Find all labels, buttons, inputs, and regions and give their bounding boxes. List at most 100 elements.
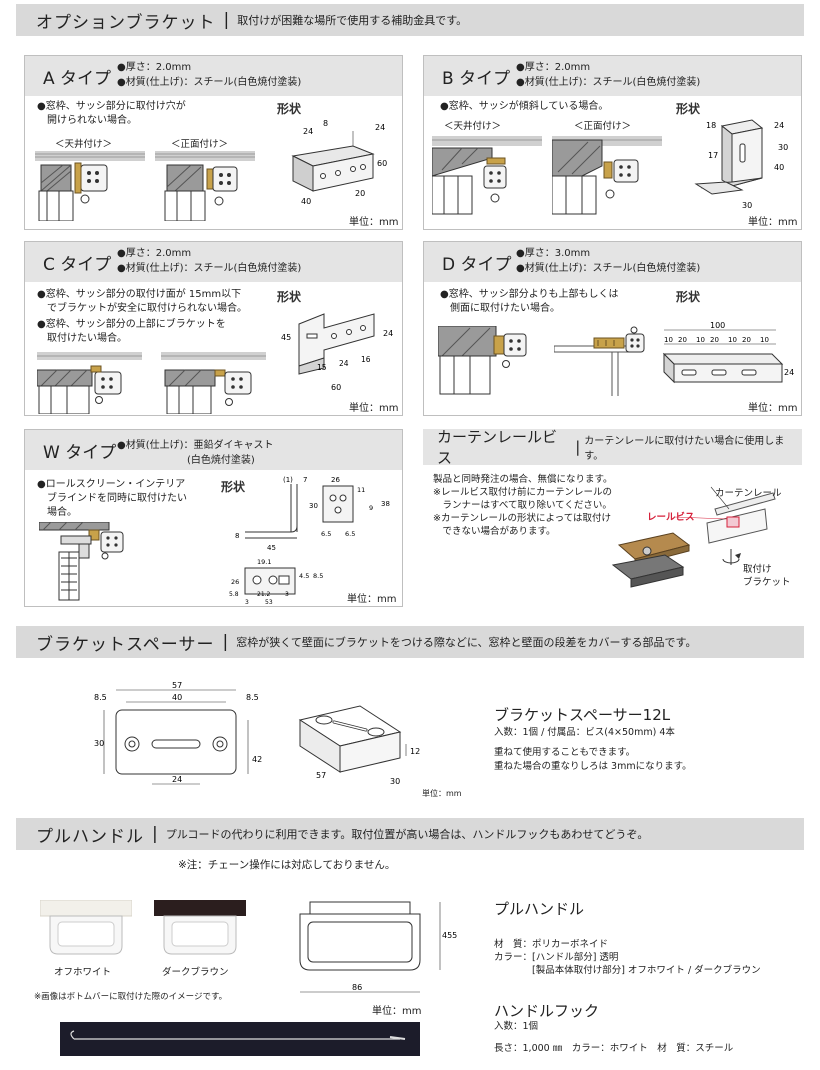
header-separator: | xyxy=(222,632,229,652)
d-type-illustration-side xyxy=(438,326,527,395)
card-title: B タイプ xyxy=(442,69,511,89)
spec-thickness: ●厚さ：2.0mm xyxy=(117,62,192,73)
dim-w14: 4.5 xyxy=(299,572,309,580)
dim-sp4: 8.5 xyxy=(246,693,259,702)
d-type-shape-diagram: 100 10 20 10 20 10 20 10 24 xyxy=(662,321,794,384)
dim-ph1: 455 xyxy=(442,931,457,940)
usage-note: ●窓枠、サッシ部分に取付け穴が 開けられない場合。 xyxy=(37,101,186,126)
pull-handle-off-white-image xyxy=(40,900,132,955)
dim-d2: 10 xyxy=(664,336,673,344)
card-header xyxy=(25,242,402,282)
dim-c2: 24 xyxy=(383,329,393,338)
front-mount-label: ＜正面付け＞ xyxy=(171,139,229,150)
usage-note: ●窓枠、サッシ部分よりも上部もしくは 側面に取付けたい場合。 xyxy=(440,289,619,314)
dim-d5: 20 xyxy=(710,336,719,344)
dim-a5: 20 xyxy=(355,189,365,198)
rail-screw-title: カーテンレールビス xyxy=(437,428,558,467)
dim-sp2: 40 xyxy=(172,693,182,702)
dim-b6: 30 xyxy=(742,201,752,210)
hook-contents: 入数：1個 xyxy=(494,1021,539,1032)
dim-a4: 60 xyxy=(377,159,387,168)
dim-sp1: 57 xyxy=(172,681,182,690)
pull-unit-label: 単位：mm xyxy=(372,1006,422,1017)
label-curtain-rail: カーテンレール xyxy=(715,488,782,499)
ceiling-mount-illustration xyxy=(35,151,145,221)
dim-w17: 21.2 xyxy=(257,591,271,598)
shape-label: 形状 xyxy=(221,480,246,494)
dim-sp8: 12 xyxy=(410,747,420,756)
c-type-illustration-1 xyxy=(37,352,142,414)
option-brackets-header: オプションブラケット | 取付けが困難な場所で使用する補助金具です。 xyxy=(16,4,804,36)
color-off-white-label: オフホワイト xyxy=(54,967,112,978)
spacer-title: ブラケットスペーサー xyxy=(36,634,215,655)
front-mount-illustration xyxy=(552,136,662,215)
dim-c1: 45 xyxy=(281,333,291,342)
dim-w19: 3 xyxy=(285,591,289,598)
d-type-illustration-front xyxy=(554,326,645,396)
spacer-product-name: ブラケットスペーサー12L xyxy=(494,706,671,724)
dim-w20: 53 xyxy=(265,599,273,604)
spec-material: ●材質(仕上げ)：スチール(白色焼付塗装) xyxy=(516,263,701,274)
w-type-shape-diagram: (1) 7 26 11 30 38 8 45 6.5 6.5 9 19.1 26… xyxy=(229,476,390,604)
dim-b2: 24 xyxy=(774,121,784,130)
dim-w16: 5.8 xyxy=(229,591,239,598)
card-title: D タイプ xyxy=(442,255,512,275)
pull-handle-dark-brown-image xyxy=(154,900,246,955)
dim-sp5: 30 xyxy=(94,739,104,748)
dim-w6: 38 xyxy=(381,500,390,508)
card-header xyxy=(25,56,402,96)
pull-product-name: プルハンドル xyxy=(494,900,585,918)
dim-d1: 100 xyxy=(710,321,725,330)
a-type-shape-diagram: 24 8 24 60 20 40 xyxy=(291,119,387,206)
spacer-description: 窓枠が狭くて壁面にブラケットをつける際などに、窓枠と壁面の段差をカバーする部品で… xyxy=(236,636,697,649)
header-separator: | xyxy=(223,10,230,30)
spec-material: ●材質(仕上げ)：スチール(白色焼付塗装) xyxy=(117,77,302,88)
option-brackets-description: 取付けが困難な場所で使用する補助金具です。 xyxy=(237,14,468,27)
ceiling-mount-illustration xyxy=(432,136,542,215)
unit-label: 単位：mm xyxy=(349,403,399,414)
dim-b5: 40 xyxy=(774,163,784,172)
dim-w5: 30 xyxy=(309,502,318,510)
dim-c5: 16 xyxy=(361,355,371,364)
pull-material: 材 質：ポリカーボネイド xyxy=(494,939,609,950)
dim-d7: 20 xyxy=(742,336,751,344)
spacer-header: ブラケットスペーサー | 窓枠が狭くて壁面にブラケットをつける際などに、窓枠と壁… xyxy=(16,626,804,658)
dim-d3: 20 xyxy=(678,336,687,344)
unit-label: 単位：mm xyxy=(748,403,798,414)
card-header xyxy=(424,242,801,282)
card-title: C タイプ xyxy=(43,255,112,275)
dim-w2: 7 xyxy=(303,476,307,484)
usage-note-1: ●窓枠、サッシ部分の取付け面が 15mm以下 でブラケットが安全に取付けられない… xyxy=(37,289,247,314)
dim-sp7: 24 xyxy=(172,775,182,784)
card-title: A タイプ xyxy=(43,69,112,89)
spec-thickness: ●厚さ：2.0mm xyxy=(516,62,591,73)
dim-w3: 26 xyxy=(331,476,340,484)
b-type-shape-diagram: 18 24 30 17 40 30 xyxy=(694,119,788,210)
ceiling-mount-label: ＜天井付け＞ xyxy=(55,139,113,150)
spacer-unit-label: 単位：mm xyxy=(422,789,462,798)
card-header xyxy=(25,430,402,470)
shape-label: 形状 xyxy=(277,102,302,116)
header-separator: | xyxy=(575,438,581,456)
dim-a1: 24 xyxy=(303,127,313,136)
card-a-type: A タイプ ●厚さ：2.0mm ●材質(仕上げ)：スチール(白色焼付塗装) ●窓… xyxy=(24,55,403,230)
spacer-plan-diagram: 57 40 8.5 8.5 30 42 24 xyxy=(94,681,262,785)
unit-label: 単位：mm xyxy=(349,217,399,228)
usage-note-2: ●窓枠、サッシ部分の上部にブラケットを 取付けたい場合。 xyxy=(37,319,226,344)
dim-b1: 18 xyxy=(706,121,716,130)
dim-sp10: 30 xyxy=(390,777,400,786)
dim-d6: 10 xyxy=(728,336,737,344)
dim-c6: 60 xyxy=(331,383,341,392)
spacer-note: 重ねて使用することもできます。 重ねた場合の重なりしろは 3mmになります。 xyxy=(494,747,692,772)
c-type-shape-diagram: 45 24 15 24 16 60 xyxy=(281,313,393,392)
unit-label: 単位：mm xyxy=(748,217,798,228)
dim-d8: 10 xyxy=(760,336,769,344)
dim-d9: 24 xyxy=(784,368,794,377)
rail-screw-header: カーテンレールビス | カーテンレールに取付けたい場合に使用します。 xyxy=(423,428,802,467)
unit-label: 単位：mm xyxy=(347,594,397,605)
shape-label: 形状 xyxy=(676,290,701,304)
color-dark-brown-label: ダークブラウン xyxy=(162,967,229,978)
pull-handle-header: プルハンドル | プルコードの代わりに利用できます。取付位置が高い場合は、ハンド… xyxy=(16,818,804,850)
card-title: W タイプ xyxy=(43,443,117,463)
dim-w9: 6.5 xyxy=(321,530,331,538)
